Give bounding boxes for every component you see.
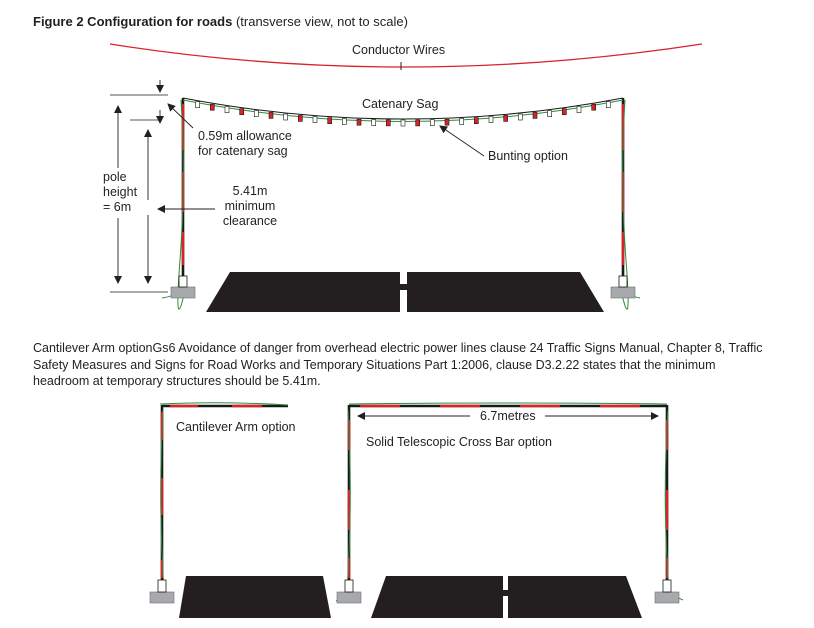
bunting-flag: [341, 118, 347, 125]
bunting-flag: [224, 106, 230, 113]
allowance-label: 0.59m allowance for catenary sag: [198, 129, 292, 159]
bunting-flag: [312, 116, 318, 123]
pole-line2: height: [103, 185, 138, 199]
clearance-note-paragraph: Cantilever Arm optionGs6 Avoidance of da…: [33, 341, 763, 388]
bunting-flag: [283, 113, 289, 121]
figure-title-bold: Figure 2 Configuration for roads: [33, 14, 233, 29]
bunting-flag: [547, 110, 553, 117]
bunting-flag: [297, 115, 303, 122]
bunting-leader: [439, 125, 485, 157]
conductor-wire: [109, 43, 703, 68]
road-centre-gap-bottom: [503, 590, 508, 596]
allowance-leader: [167, 103, 194, 129]
catenary-sag-label: Catenary Sag: [362, 97, 439, 111]
bunting-flag: [488, 116, 494, 123]
bunting-flag: [254, 110, 259, 117]
figure-title: Figure 2 Configuration for roads (transv…: [33, 14, 408, 29]
bunting-flag: [459, 118, 465, 125]
cross-bar-label: Solid Telescopic Cross Bar option: [366, 435, 552, 449]
bunting-flag: [605, 101, 611, 108]
pole-line3: = 6m: [103, 200, 132, 214]
right-pole-top: [610, 98, 641, 310]
right-pole-base: [610, 286, 636, 299]
bunting-option-label: Bunting option: [488, 149, 568, 163]
road-crossbar-left: [371, 576, 503, 618]
clearance-line3: clearance: [222, 214, 278, 228]
cantilever-structure: [149, 402, 289, 604]
bunting-flag: [561, 108, 567, 115]
road-cantilever: [179, 576, 331, 618]
bunting-flag: [532, 112, 538, 119]
pole-height-label: pole height = 6m: [103, 170, 137, 215]
bunting-flags: [195, 101, 611, 127]
width-label: 6.7metres: [480, 409, 536, 423]
bunting-flag: [591, 103, 597, 111]
bunting-flag: [268, 112, 274, 119]
bunting-flag: [400, 119, 406, 127]
bunting-flag: [239, 108, 244, 115]
clearance-line2: minimum: [224, 199, 276, 213]
road-centre-gap-top: [400, 284, 407, 290]
pole-line1: pole: [103, 170, 127, 184]
bunting-flag: [415, 119, 421, 127]
bunting-flag: [576, 106, 582, 113]
allowance-line1: 0.59m allowance: [198, 129, 292, 143]
left-pole-base: [170, 286, 196, 299]
bunting-flag: [473, 117, 479, 124]
bunting-flag: [210, 103, 215, 111]
bunting-flag: [385, 119, 391, 127]
road-crossbar-right: [508, 576, 642, 618]
road-left-top: [206, 272, 400, 312]
figure-title-rest: (transverse view, not to scale): [232, 14, 408, 29]
allowance-line2: for catenary sag: [198, 144, 288, 158]
bunting-flag: [356, 118, 362, 126]
cantilever-arm-label: Cantilever Arm option: [176, 420, 296, 434]
clearance-line1: 5.41m: [232, 184, 268, 198]
catenary-rope: [182, 97, 624, 120]
bunting-flag: [327, 117, 333, 124]
bunting-flag: [195, 101, 200, 108]
bunting-flag: [503, 115, 509, 122]
conductor-wires-label: Conductor Wires: [352, 43, 446, 57]
crossbar-structure: [335, 402, 684, 604]
clearance-label: 5.41m minimum clearance: [218, 184, 282, 229]
bunting-flag: [517, 113, 523, 121]
bunting-flag: [371, 119, 377, 126]
road-right-top: [407, 272, 604, 312]
bunting-flag: [444, 118, 450, 126]
left-pole-top: [161, 98, 196, 310]
bunting-flag: [429, 119, 435, 126]
